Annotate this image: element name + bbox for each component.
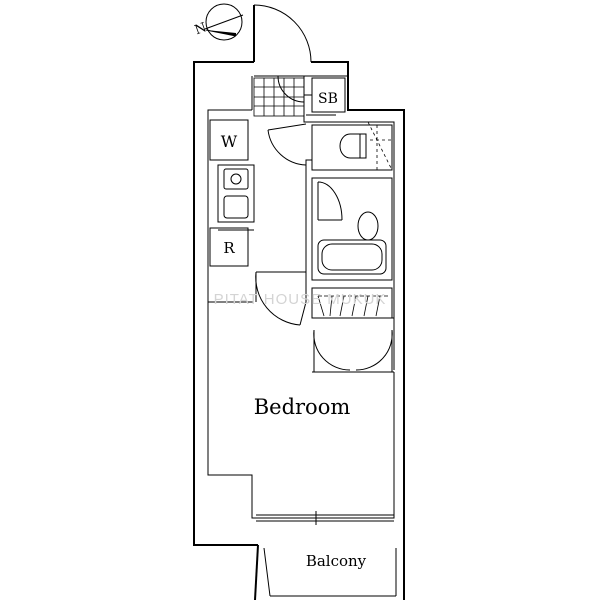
- refrigerator: R: [209, 227, 249, 267]
- balcony-label: Balcony: [306, 552, 367, 570]
- entrance-door: [253, 4, 312, 63]
- bedroom: Bedroom: [207, 302, 395, 519]
- toilet: [311, 121, 393, 171]
- balcony: Balcony: [263, 547, 397, 597]
- bedroom-label: Bedroom: [254, 395, 351, 419]
- watermark: PITAT HOUSE MUKUK: [214, 291, 387, 308]
- shoebox: SB: [304, 77, 346, 113]
- bathroom: [311, 177, 393, 281]
- outer-walls: [193, 61, 405, 600]
- shoebox-label: SB: [318, 91, 338, 107]
- compass-icon: N: [193, 3, 244, 41]
- walkin-label: W: [221, 132, 238, 151]
- hall-door: [255, 271, 307, 326]
- balcony-window: [256, 511, 394, 525]
- toilet-door: [267, 123, 307, 166]
- washer-space: [311, 287, 394, 319]
- refrigerator-label: R: [223, 239, 235, 257]
- kitchen: [217, 164, 255, 231]
- compass-letter: N: [193, 20, 209, 38]
- closet-doors: [312, 329, 394, 373]
- walkin-closet: W: [209, 119, 249, 161]
- entrance-tile: [253, 75, 305, 117]
